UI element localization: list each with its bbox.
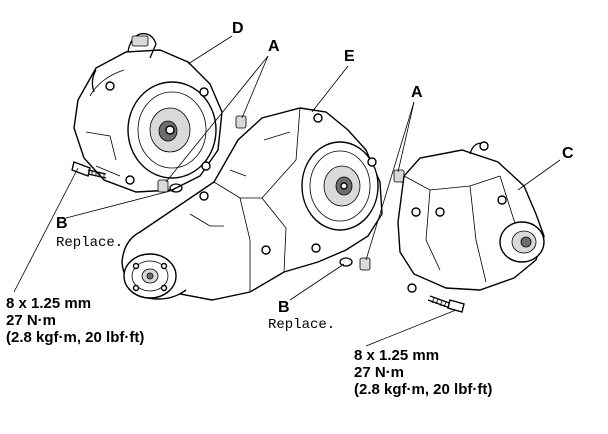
replace-note-right: Replace. [268,317,335,333]
callout-a-right: A [411,84,423,101]
torque-left-size: 8 x 1.25 mm [6,295,91,312]
torque-left-alt: (2.8 kgf·m, 20 lbf·ft) [6,329,144,346]
part-e-transfer-case [121,107,405,301]
torque-spec-left: 8 x 1.25 mm 27 N·m (2.8 kgf·m, 20 lbf·ft… [6,295,144,346]
part-d-housing [73,33,247,193]
callout-c: C [562,145,574,162]
mounting-bolt-right [427,295,465,313]
part-c-housing [397,141,545,293]
callout-b-right: B [278,299,290,316]
callout-a-left: A [268,38,280,55]
torque-left-nm: 27 N·m [6,312,56,329]
torque-right-size: 8 x 1.25 mm [354,347,439,364]
mounting-bolt-left [71,161,107,179]
torque-spec-right: 8 x 1.25 mm 27 N·m (2.8 kgf·m, 20 lbf·ft… [354,347,492,398]
callout-e: E [344,48,355,65]
callout-b-left: B [56,215,68,232]
replace-note-left: Replace. [56,235,123,251]
torque-right-alt: (2.8 kgf·m, 20 lbf·ft) [354,381,492,398]
torque-right-nm: 27 N·m [354,364,404,381]
leader-lines [13,35,561,347]
callout-d: D [232,20,244,37]
